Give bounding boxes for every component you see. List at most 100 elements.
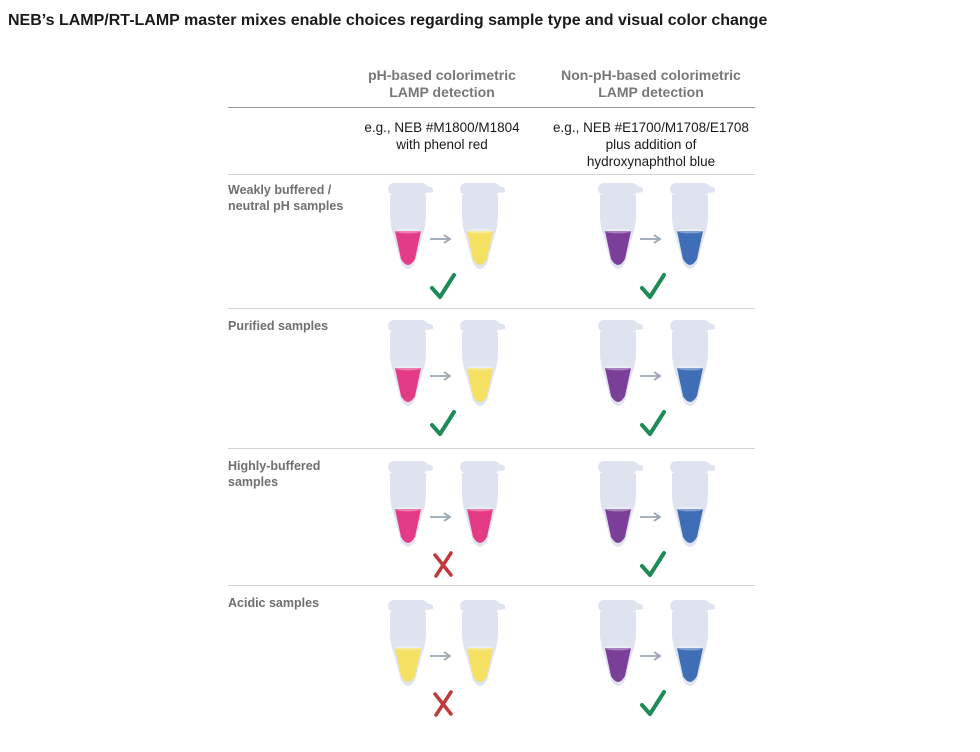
tube-liquid xyxy=(677,368,703,402)
tube-liquid-meniscus xyxy=(395,645,421,651)
tube-cap-hinge xyxy=(496,323,506,330)
tube-liquid xyxy=(395,368,421,402)
row-label-line1: Weakly buffered / xyxy=(228,183,332,197)
row-label-line1: Purified samples xyxy=(228,319,329,333)
arrow-right-icon xyxy=(430,512,452,522)
tube-cap-hinge xyxy=(424,186,434,193)
tube-cap-hinge xyxy=(634,186,644,193)
tube-before xyxy=(388,461,434,547)
check-mark-icon xyxy=(430,410,456,436)
tube-cap xyxy=(388,600,428,612)
tube-liquid xyxy=(605,231,631,265)
tube-cap-hinge xyxy=(634,464,644,471)
column-heading-non-ph-line2: LAMP detection xyxy=(598,84,704,100)
column-description-non-ph-line3: hydroxynaphthol blue xyxy=(586,154,716,169)
column-description-ph: e.g., NEB #M1800/M1804 with phenol red xyxy=(332,119,552,153)
tube-liquid-meniscus xyxy=(395,365,421,371)
check-mark-icon xyxy=(640,410,666,436)
tube-cap xyxy=(598,600,638,612)
check-mark-icon xyxy=(430,273,456,299)
tube-before xyxy=(388,320,434,406)
header-divider xyxy=(228,107,755,108)
tube-after xyxy=(460,320,506,406)
arrow-right-icon xyxy=(640,234,662,244)
page-title: NEB’s LAMP/RT-LAMP master mixes enable c… xyxy=(8,12,768,29)
tube-liquid xyxy=(605,648,631,682)
column-description-ph-line2: with phenol red xyxy=(396,137,488,152)
tube-liquid xyxy=(677,231,703,265)
tube-before xyxy=(598,320,644,406)
tube-liquid xyxy=(467,231,493,265)
tube-liquid-meniscus xyxy=(467,228,493,234)
tube-cap xyxy=(460,600,500,612)
tube-liquid-meniscus xyxy=(395,228,421,234)
tube-cap xyxy=(670,183,710,195)
row-divider xyxy=(228,308,755,309)
tube-pair xyxy=(594,598,734,728)
tube-cap xyxy=(598,461,638,473)
tube-liquid-meniscus xyxy=(677,645,703,651)
tube-cap xyxy=(670,461,710,473)
tube-after xyxy=(670,183,716,269)
tube-cap xyxy=(460,461,500,473)
arrow-right-icon xyxy=(640,371,662,381)
tube-liquid-meniscus xyxy=(677,365,703,371)
tube-after xyxy=(460,461,506,547)
tube-liquid-meniscus xyxy=(467,365,493,371)
tube-liquid-meniscus xyxy=(467,506,493,512)
tube-cap-hinge xyxy=(634,603,644,610)
tube-pair xyxy=(384,459,524,589)
tube-before xyxy=(598,461,644,547)
tube-cap xyxy=(598,320,638,332)
tube-liquid xyxy=(467,648,493,682)
column-description-non-ph: e.g., NEB #E1700/M1708/E1708 plus additi… xyxy=(541,119,761,170)
arrow-right-icon xyxy=(430,234,452,244)
row-label-line1: Acidic samples xyxy=(228,596,320,610)
arrow-right-icon xyxy=(640,651,662,661)
column-heading-ph-line1: pH-based colorimetric xyxy=(368,67,516,83)
tube-cap-hinge xyxy=(706,603,716,610)
row-label-acidic: Acidic samples xyxy=(228,595,319,611)
row-label-highly-buffered: Highly-buffered samples xyxy=(228,458,320,490)
tube-after xyxy=(670,600,716,686)
arrow-right-icon xyxy=(640,512,662,522)
tube-liquid-meniscus xyxy=(395,506,421,512)
tube-liquid-meniscus xyxy=(605,228,631,234)
tube-after xyxy=(460,600,506,686)
tube-before xyxy=(598,600,644,686)
tube-cap xyxy=(460,183,500,195)
tube-after xyxy=(670,461,716,547)
tube-after xyxy=(670,320,716,406)
tube-liquid xyxy=(677,509,703,543)
column-description-ph-line1: e.g., NEB #M1800/M1804 xyxy=(364,120,520,135)
row-divider xyxy=(228,448,755,449)
tube-before xyxy=(598,183,644,269)
tube-cap-hinge xyxy=(634,323,644,330)
tube-cap-hinge xyxy=(496,464,506,471)
tube-liquid-meniscus xyxy=(605,645,631,651)
tube-cap-hinge xyxy=(496,603,506,610)
tube-pair xyxy=(384,598,524,728)
tube-pair xyxy=(384,318,524,448)
tube-cap xyxy=(388,320,428,332)
tube-cap-hinge xyxy=(706,186,716,193)
column-heading-ph: pH-based colorimetric LAMP detection xyxy=(332,67,552,101)
tube-cap-hinge xyxy=(424,464,434,471)
tube-liquid xyxy=(395,231,421,265)
tube-liquid-meniscus xyxy=(605,365,631,371)
arrow-right-icon xyxy=(430,651,452,661)
row-label-line2: neutral pH samples xyxy=(228,199,344,213)
tube-liquid xyxy=(395,648,421,682)
row-divider xyxy=(228,174,755,175)
tube-pair xyxy=(594,459,734,589)
tube-liquid xyxy=(467,368,493,402)
row-label-purified: Purified samples xyxy=(228,318,328,334)
tube-after xyxy=(460,183,506,269)
column-heading-non-ph-line1: Non-pH-based colorimetric xyxy=(561,67,741,83)
row-label-line2: samples xyxy=(228,475,279,489)
tube-liquid-meniscus xyxy=(605,506,631,512)
tube-liquid xyxy=(395,509,421,543)
tube-pair xyxy=(594,181,734,311)
cross-mark-icon xyxy=(433,551,453,578)
tube-liquid xyxy=(605,509,631,543)
